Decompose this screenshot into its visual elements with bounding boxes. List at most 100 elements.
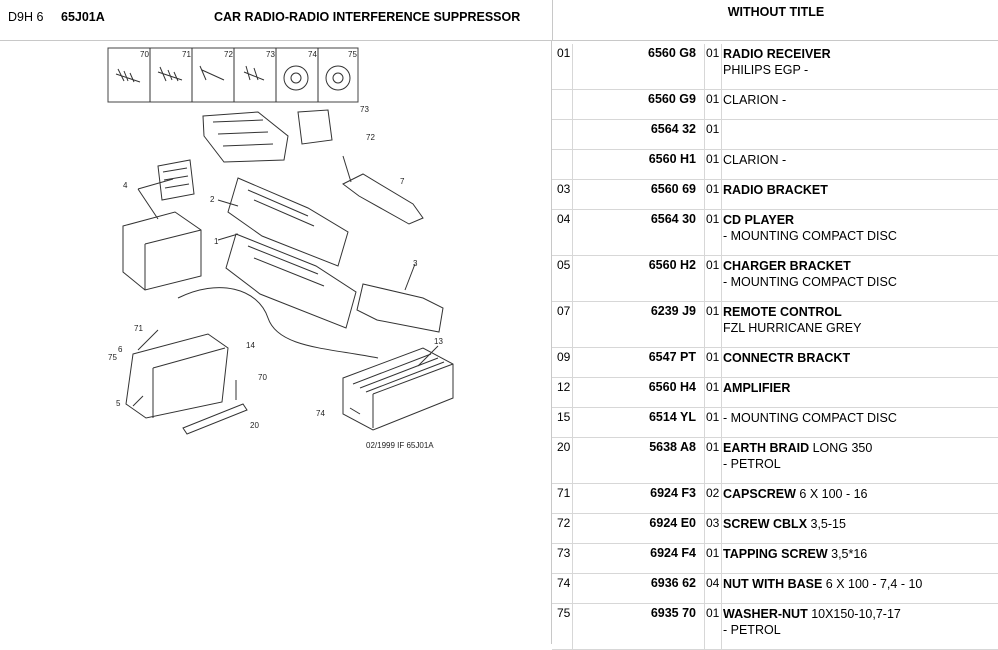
callout: 14 [246,341,255,350]
cell-divider [572,120,573,149]
cell-divider [704,574,705,603]
part-number[interactable]: 6547 PT [648,350,696,364]
cell-divider [572,438,573,483]
part-number[interactable]: 6935 70 [650,606,696,620]
cell-divider [704,604,705,649]
thumb-label: 73 [266,50,275,59]
part-number[interactable]: 6560 H1 [648,152,696,166]
quantity: 01 [706,350,720,364]
cell-divider [721,544,722,573]
part-number[interactable]: 6924 F4 [650,546,696,560]
quantity: 01 [706,122,720,136]
part-number[interactable]: 6936 62 [650,576,696,590]
part-number[interactable]: 6560 G8 [648,46,696,60]
part-detail: - PETROL [723,457,781,471]
part-detail: PHILIPS EGP - [723,63,809,77]
header-title: CAR RADIO-RADIO INTERFERENCE SUPPRESSOR [214,10,521,24]
part-description: SCREW CBLX 3,5-15 [723,516,846,532]
cell-divider [721,44,722,89]
cell-divider [721,514,722,543]
part-description: AMPLIFIER [723,380,790,396]
exploded-diagram: 70 71 72 73 74 75 73 72 7 4 2 1 3 13 71 … [107,47,454,450]
parts-row[interactable]: 6564 32 01 [552,120,998,150]
cell-divider [704,256,705,301]
part-number[interactable]: 6924 E0 [649,516,696,530]
part-description: CONNECTR BRACKT [723,350,850,366]
part-name: CD PLAYER [723,213,795,227]
thumb-label: 74 [308,50,317,59]
cell-divider [704,210,705,255]
part-spec: 6 X 100 - 7,4 - 10 [822,577,923,591]
cell-divider [572,210,573,255]
item-index: 03 [557,182,571,196]
callout: 74 [316,409,325,418]
part-number[interactable]: 6560 H2 [648,258,696,272]
part-spec: CLARION - [723,93,787,107]
callout: 6 [118,345,123,354]
item-index: 71 [557,486,571,500]
cell-divider [572,302,573,347]
callout: 20 [250,421,259,430]
part-number[interactable]: 6924 F3 [650,486,696,500]
quantity: 01 [706,92,720,106]
thumb-label: 75 [348,50,357,59]
part-number[interactable]: 5638 A8 [649,440,696,454]
thumb-label: 72 [224,50,233,59]
part-name: CAPSCREW [723,487,796,501]
diagram-caption: 02/1999 IF 65J01A [366,441,434,450]
callout: 3 [413,259,418,268]
part-number[interactable]: 6564 30 [650,212,696,226]
cell-divider [572,378,573,407]
quantity: 01 [706,152,720,166]
quantity: 03 [706,516,720,530]
callout: 1 [214,237,219,246]
cell-divider [704,438,705,483]
part-description: CLARION - [723,152,786,168]
part-detail: - PETROL [723,623,781,637]
part-number[interactable]: 6514 YL [648,410,696,424]
quantity: 01 [706,46,720,60]
part-number[interactable]: 6560 69 [650,182,696,196]
cell-divider [572,256,573,301]
quantity: 01 [706,440,720,454]
part-number[interactable]: 6560 H4 [648,380,696,394]
callout: 2 [210,195,215,204]
quantity: 02 [706,486,720,500]
cell-divider [721,378,722,407]
cell-divider [572,484,573,513]
part-description: NUT WITH BASE 6 X 100 - 7,4 - 10 [723,576,922,592]
thumb-label: 70 [140,50,149,59]
cell-divider [721,150,722,179]
cell-divider [704,544,705,573]
quantity: 01 [706,258,720,272]
column-divider [551,40,552,644]
part-description: CLARION - [723,92,786,108]
cell-divider [721,256,722,301]
callout: 71 [134,324,143,333]
part-number[interactable]: 6239 J9 [650,304,696,318]
part-number[interactable]: 6560 G9 [648,92,696,106]
cell-divider [704,378,705,407]
quantity: 01 [706,182,720,196]
item-index: 05 [557,258,571,272]
part-number[interactable]: 6564 32 [650,122,696,136]
quantity: 04 [706,576,720,590]
cell-divider [721,302,722,347]
